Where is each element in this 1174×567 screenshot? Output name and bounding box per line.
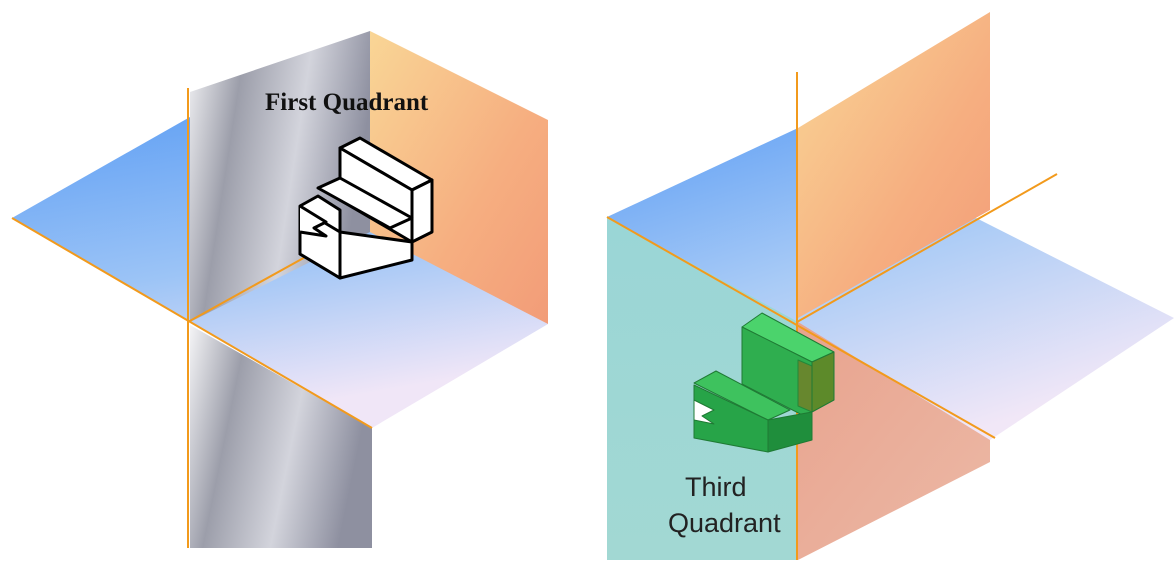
- green-l-block: [693, 312, 835, 453]
- white-l-block: [298, 136, 434, 280]
- lower-plane-salmon: [798, 322, 990, 560]
- profile-plane-left: [370, 31, 548, 324]
- axis-lines-right: [606, 72, 1058, 560]
- axis-lines-left: [11, 88, 373, 548]
- horizontal-plane-right: [607, 128, 1174, 440]
- vertical-plane-lower-left: [190, 325, 372, 548]
- third-quadrant-panel: Third Quadrant: [606, 12, 1174, 560]
- third-quadrant-label-line1: Third: [685, 472, 747, 502]
- profile-plane-right: [798, 12, 990, 318]
- first-quadrant-label: First Quadrant: [265, 89, 429, 116]
- third-quadrant-label-line2: Quadrant: [668, 508, 781, 538]
- first-quadrant-panel: First Quadrant: [11, 31, 548, 548]
